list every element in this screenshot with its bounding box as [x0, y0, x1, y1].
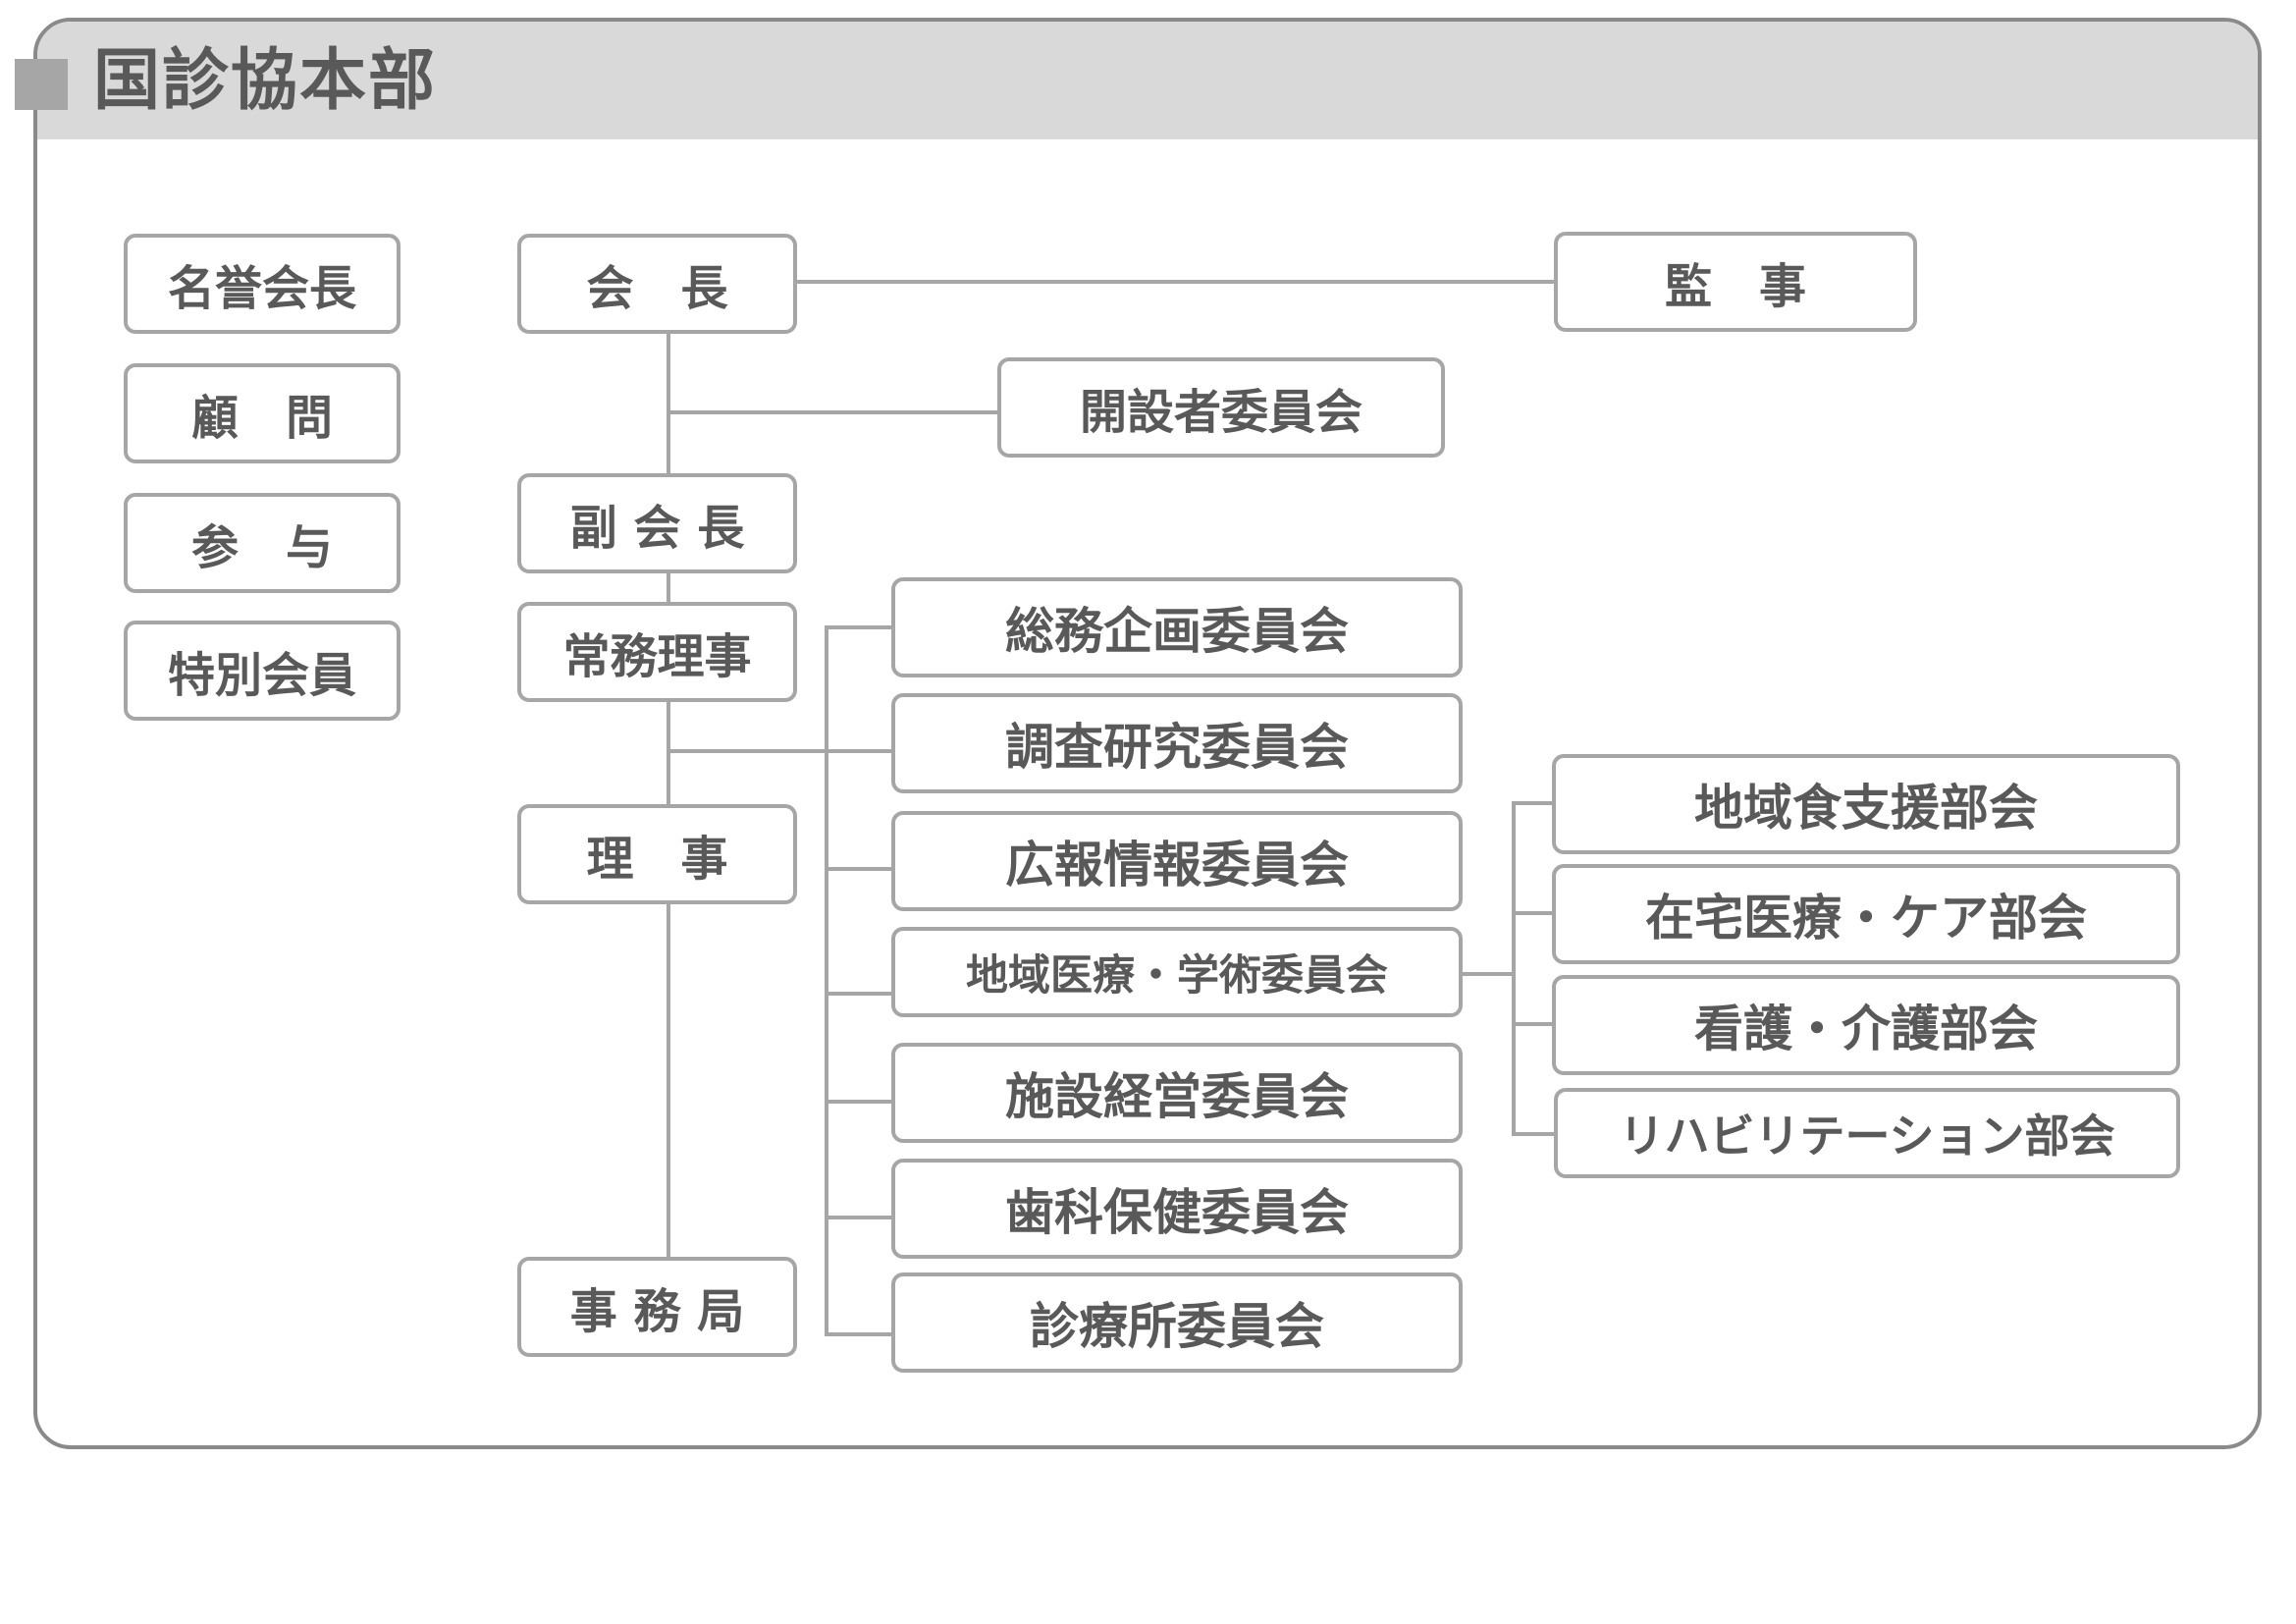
- page-title: 国診協本部: [93, 42, 438, 120]
- subcommittee-box-community-food-support: 地域食支援部会: [1552, 754, 2180, 854]
- honorary-label: 名誉会長: [167, 261, 356, 316]
- vice-president-box: 副 会 長: [517, 473, 797, 573]
- subcommittee-label: リハビリテーション部会: [1619, 1110, 2115, 1163]
- title-marker: [15, 59, 68, 110]
- committee-label: 広報情報委員会: [1005, 837, 1349, 893]
- header-band: [37, 22, 2258, 139]
- subcommittee-label: 在宅医療・ケア部会: [1645, 890, 2087, 947]
- honorary-box-advisor: 顧 問: [124, 363, 400, 463]
- committee-label: 地域医療・学術委員会: [966, 951, 1388, 1001]
- vice-president-label: 副 会 長: [569, 501, 745, 556]
- committee-box-research: 調査研究委員会: [891, 693, 1463, 793]
- president-label: 会 長: [586, 261, 728, 316]
- committee-box-clinic: 診療所委員会: [891, 1272, 1463, 1373]
- president-box: 会 長: [517, 234, 797, 334]
- committee-box-general-planning: 総務企画委員会: [891, 577, 1463, 677]
- honorary-box-special-member: 特別会員: [124, 621, 400, 721]
- director-label: 理 事: [586, 832, 728, 887]
- honorary-label: 特別会員: [167, 648, 356, 703]
- committee-label: 診療所委員会: [1030, 1298, 1324, 1355]
- honorary-label: 参 与: [190, 520, 333, 575]
- auditor-box: 監 事: [1554, 232, 1917, 332]
- committee-label: 調査研究委員会: [1005, 719, 1349, 776]
- committee-box-facility-management: 施設経営委員会: [891, 1043, 1463, 1143]
- secretariat-box: 事 務 局: [517, 1257, 797, 1357]
- committee-label: 歯科保健委員会: [1005, 1184, 1349, 1241]
- director-box: 理 事: [517, 804, 797, 904]
- founders-committee-box: 開設者委員会: [997, 357, 1445, 458]
- committee-label: 施設経営委員会: [1005, 1068, 1349, 1125]
- subcommittee-box-nursing-care: 看護・介護部会: [1552, 975, 2180, 1075]
- subcommittee-box-home-care: 在宅医療・ケア部会: [1552, 864, 2180, 964]
- honorary-box-counselor: 参 与: [124, 493, 400, 593]
- committee-box-dental-health: 歯科保健委員会: [891, 1159, 1463, 1259]
- subcommittee-box-rehabilitation: リハビリテーション部会: [1554, 1088, 2180, 1178]
- committee-label: 総務企画委員会: [1005, 603, 1349, 660]
- honorary-label: 顧 問: [190, 391, 333, 446]
- committee-box-community-medicine: 地域医療・学術委員会: [891, 927, 1463, 1017]
- secretariat-label: 事 務 局: [569, 1284, 745, 1339]
- honorary-box-honorary-president: 名誉会長: [124, 234, 400, 334]
- managing-director-box: 常務理事: [517, 602, 797, 702]
- managing-director-label: 常務理事: [562, 629, 752, 684]
- auditor-label: 監 事: [1664, 259, 1806, 314]
- subcommittee-label: 看護・介護部会: [1694, 1001, 2038, 1057]
- founders-committee-label: 開設者委員会: [1079, 385, 1362, 440]
- subcommittee-label: 地域食支援部会: [1694, 780, 2038, 837]
- committee-box-public-relations: 広報情報委員会: [891, 811, 1463, 911]
